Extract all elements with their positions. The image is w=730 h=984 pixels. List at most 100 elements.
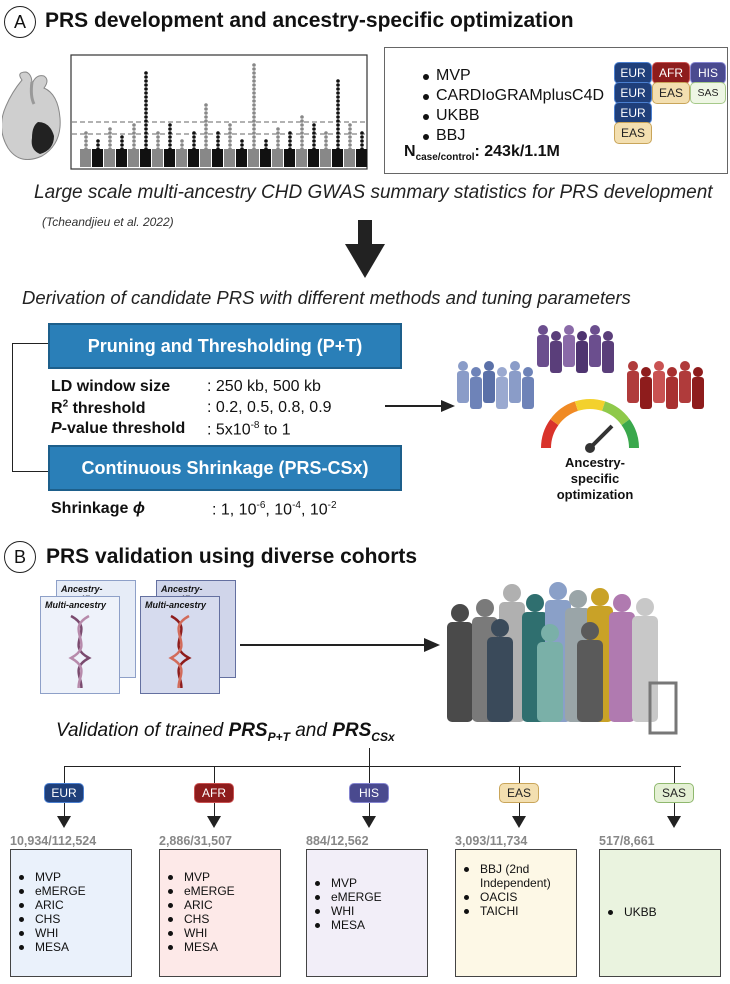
ancestry-tag-his: HIS [349, 783, 389, 803]
ancestry-tag-afr: AFR [194, 783, 234, 803]
param-ld-value: : 250 kb, 500 kb [207, 378, 321, 395]
param-shrinkage-label: Shrinkage ϕ [51, 500, 145, 517]
tree-branch [369, 803, 370, 817]
param-pval-label: P-value threshold [51, 420, 186, 437]
cohort-item: BBJ (2nd Independent) [456, 862, 564, 890]
param-shrinkage-value: : 1, 10-6, 10-4, 10-2 [212, 500, 337, 519]
cohort-item: MVP [307, 876, 427, 890]
section-a-title: PRS development and ancestry-specific op… [45, 9, 574, 32]
tree-branch [674, 766, 675, 783]
tag-bbj-eas: EAS [614, 122, 652, 144]
down-arrow-icon [362, 816, 376, 828]
gwas-caption: Large scale multi-ancestry CHD GWAS summ… [34, 182, 713, 203]
param-r2-label: R2 threshold [51, 399, 146, 418]
heart-icon [2, 71, 61, 160]
tree-stem [369, 748, 370, 766]
down-arrow-icon [512, 816, 526, 828]
tree-branch [519, 766, 520, 783]
tree-branch [674, 803, 675, 817]
cohort-item: MESA [307, 918, 427, 932]
gwas-study-list: MVP CARDIoGRAMplusC4D UKBB BBJ [420, 66, 604, 146]
cohort-item: MESA [160, 940, 280, 954]
dna-icon [68, 614, 92, 702]
param-pval-value: : 5x10-8 to 1 [207, 420, 291, 439]
tree-branch [64, 803, 65, 817]
tree-branch [214, 766, 215, 783]
ancestry-tag-sas: SAS [654, 783, 694, 803]
section-b-label: B [4, 541, 36, 573]
sample-count-afr: 2,886/31,507 [159, 834, 232, 848]
down-arrow-icon [345, 220, 385, 278]
sample-size: Ncase/control: 243k/1.1M [404, 143, 560, 164]
pt-method-box: Pruning and Thresholding (P+T) [48, 323, 402, 369]
tag-mvp-his: HIS [690, 62, 726, 84]
ancestry-tag-eas: EAS [499, 783, 539, 803]
tag-cardio-eur: EUR [614, 82, 652, 104]
section-b-title: PRS validation using diverse cohorts [46, 545, 418, 568]
tag-mvp-afr: AFR [652, 62, 690, 84]
sample-count-eur: 10,934/112,524 [10, 834, 97, 848]
cohort-item: MVP [11, 870, 131, 884]
citation: (Tcheandjieu et al. 2022) [42, 215, 174, 229]
cohort-item: ARIC [11, 898, 131, 912]
sample-count-sas: 517/8,661 [599, 834, 655, 848]
csx-method-box: Continuous Shrinkage (PRS-CSx) [48, 445, 402, 491]
cohort-item: CHS [160, 912, 280, 926]
tag-cardio-sas: SAS [690, 82, 726, 104]
optimization-label: Ancestry-specific optimization [556, 455, 634, 502]
manhattan-plot [70, 54, 368, 170]
dna-icon [168, 614, 192, 702]
study-mvp: MVP [422, 66, 604, 86]
derivation-caption: Derivation of candidate PRS with differe… [22, 287, 631, 308]
cohort-list: UKBB [600, 905, 720, 919]
right-arrow-icon [240, 638, 440, 652]
right-arrow-icon [385, 400, 455, 412]
cohort-item: WHI [160, 926, 280, 940]
tag-ukbb-eur: EUR [614, 102, 652, 124]
cohort-item: eMERGE [11, 884, 131, 898]
section-a-label: A [4, 6, 36, 38]
card2-front: Multi-ancestry [140, 596, 220, 702]
tree-branch [519, 803, 520, 817]
ancestry-tag-eur: EUR [44, 783, 84, 803]
cohort-box-sas: UKBB [599, 849, 721, 977]
study-ukbb: UKBB [422, 106, 604, 126]
ancestry-crowd-illustration [457, 325, 704, 453]
cohort-item: eMERGE [307, 890, 427, 904]
method-bracket [12, 343, 50, 472]
tree-branch [369, 766, 370, 783]
cohort-item: ARIC [160, 898, 280, 912]
param-r2-value: : 0.2, 0.5, 0.8, 0.9 [207, 399, 332, 416]
diverse-people-illustration [447, 582, 678, 735]
down-arrow-icon [207, 816, 221, 828]
card1-front: Multi-ancestry [40, 596, 120, 702]
cohort-item: OACIS [456, 890, 576, 904]
sample-count-his: 884/12,562 [306, 834, 369, 848]
tree-branch [64, 766, 65, 783]
cohort-item: CHS [11, 912, 131, 926]
cohort-item: TAICHI [456, 904, 576, 918]
cohort-item: eMERGE [160, 884, 280, 898]
tag-mvp-eur: EUR [614, 62, 652, 84]
cohort-item: UKBB [600, 905, 720, 919]
down-arrow-icon [667, 816, 681, 828]
cohort-item: WHI [307, 904, 427, 918]
study-cardiogram: CARDIoGRAMplusC4D [422, 87, 605, 104]
cohort-item: MESA [11, 940, 131, 954]
validation-caption: Validation of trained PRSP+T and PRSCSx [56, 720, 395, 744]
study-bbj: BBJ [422, 126, 604, 146]
tag-cardio-eas: EAS [652, 82, 690, 104]
tree-branch [214, 803, 215, 817]
cohort-item: MVP [160, 870, 280, 884]
param-ld-label: LD window size [51, 378, 171, 395]
tree-horizontal [64, 766, 681, 767]
sample-count-eas: 3,093/11,734 [455, 834, 528, 848]
